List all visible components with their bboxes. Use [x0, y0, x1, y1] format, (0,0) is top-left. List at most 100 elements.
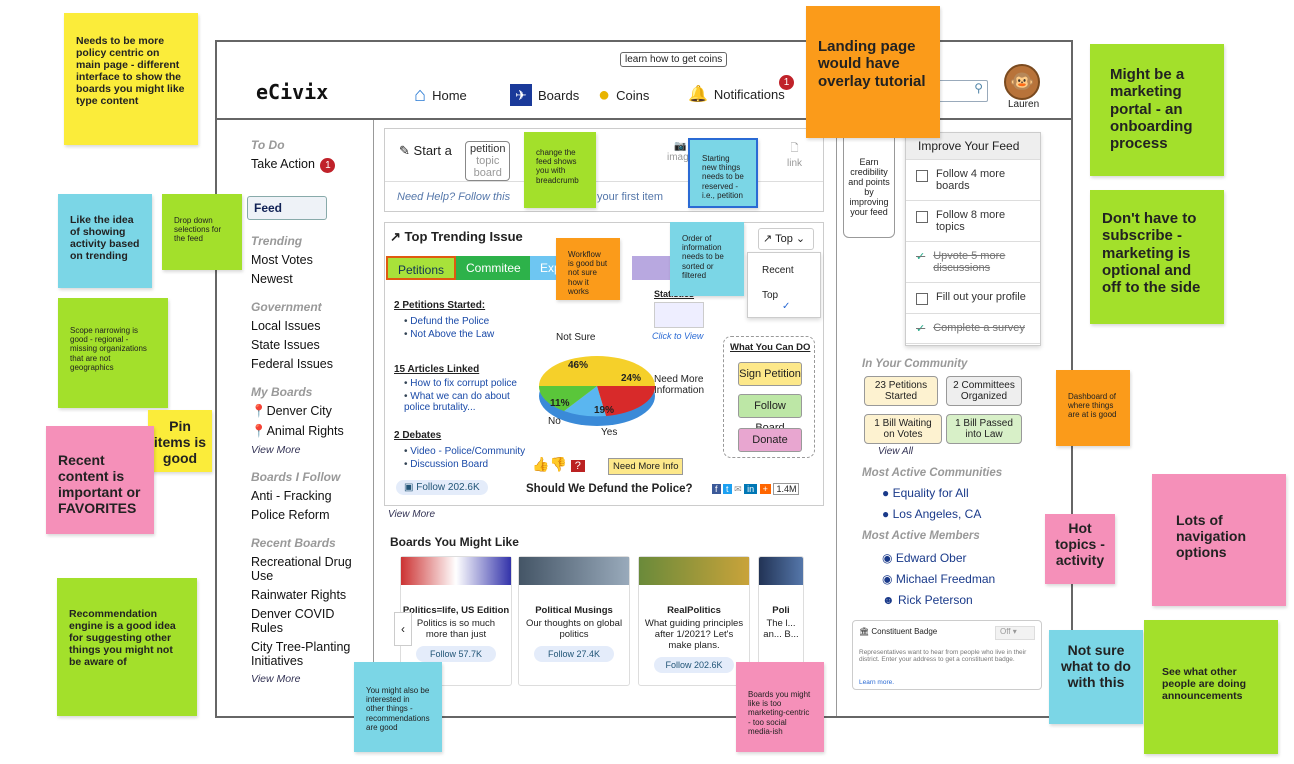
- type-topic[interactable]: topic: [476, 155, 500, 168]
- pie-value-24: 24%: [621, 373, 642, 384]
- sidebar-rain[interactable]: Rainwater Rights: [251, 588, 347, 602]
- sidebar-federal[interactable]: Federal Issues: [251, 357, 333, 371]
- sort-top-label: Top: [762, 290, 779, 301]
- community-view-all[interactable]: View All: [878, 446, 914, 457]
- share-bar[interactable]: f t ✉ in + 1.4M: [712, 483, 800, 495]
- follow-trending-button[interactable]: ▣ Follow 202.6K: [396, 480, 488, 495]
- nav-notifications[interactable]: 🔔Notifications: [688, 84, 785, 104]
- stats-thumbnail[interactable]: [654, 302, 704, 328]
- stat-petitions[interactable]: 23 Petitions Started: [864, 376, 938, 406]
- feed-button[interactable]: Feed: [247, 196, 327, 220]
- pie-chart[interactable]: [536, 338, 658, 430]
- donate-button[interactable]: Donate: [738, 428, 802, 452]
- board-card[interactable]: Political Musings Our thoughts on global…: [518, 556, 630, 686]
- board-follow-button[interactable]: Follow 57.7K: [416, 646, 496, 662]
- thumbs-up-icon[interactable]: 👍: [532, 456, 550, 472]
- stat-bill-passed[interactable]: 1 Bill Passed into Law: [946, 414, 1022, 444]
- tab-committee[interactable]: Commitee: [456, 256, 530, 280]
- nav-coins[interactable]: ●Coins: [598, 84, 649, 107]
- linkedin-icon[interactable]: in: [744, 484, 758, 494]
- sort-dropdown[interactable]: ↗ Top ⌄: [758, 228, 814, 250]
- follow-board-button[interactable]: Follow Board: [738, 394, 802, 434]
- debates-head: 2 Debates: [394, 430, 442, 441]
- plus-icon[interactable]: +: [759, 484, 771, 494]
- thumbs-down-icon[interactable]: 👎: [549, 456, 567, 472]
- petition-item[interactable]: Not Above the Law: [404, 329, 494, 340]
- sort-option-top[interactable]: Top ✓: [748, 276, 820, 312]
- sidebar-newest[interactable]: Newest: [251, 272, 293, 286]
- stat-bill-waiting[interactable]: 1 Bill Waiting on Votes: [864, 414, 942, 444]
- nav-home[interactable]: ⌂Home: [414, 84, 467, 107]
- community-la[interactable]: ● Los Angeles, CA: [882, 507, 981, 521]
- petition-item[interactable]: Defund the Police: [404, 316, 494, 327]
- sign-petition-button[interactable]: Sign Petition: [738, 362, 802, 386]
- pie-value-19: 19%: [594, 405, 615, 416]
- vote-icons[interactable]: 👍👎 ?: [532, 456, 585, 473]
- start-type-selector[interactable]: petition topic board: [465, 141, 511, 182]
- question-icon[interactable]: ?: [570, 460, 585, 472]
- community-head: In Your Community: [862, 358, 968, 370]
- composer-start[interactable]: ✎ Start a: [399, 143, 452, 159]
- sidebar-most-votes[interactable]: Most Votes: [251, 253, 313, 267]
- debate-item[interactable]: Video - Police/Community: [404, 446, 525, 457]
- sidebar-state[interactable]: State Issues: [251, 338, 320, 352]
- document-icon: 🗋: [790, 143, 799, 154]
- sidebar-take-action[interactable]: Take Action 1: [251, 157, 365, 173]
- board-follow-button[interactable]: Follow 202.6K: [654, 657, 734, 673]
- badge-learn-more[interactable]: Learn more.: [859, 679, 895, 686]
- task-follow-boards[interactable]: Follow 4 more boards: [906, 160, 1040, 201]
- sort-option-recent[interactable]: Recent: [762, 265, 794, 276]
- article-item[interactable]: What we can do about police brutality...: [404, 391, 524, 413]
- click-view-link[interactable]: Click to View: [652, 331, 704, 341]
- twitter-icon[interactable]: t: [723, 484, 732, 494]
- myboards-view-more[interactable]: View More: [251, 444, 301, 456]
- tab-petitions[interactable]: Petitions: [386, 256, 457, 280]
- nav-boards[interactable]: ✈Boards: [510, 84, 579, 106]
- board-follow-button[interactable]: Follow 27.4K: [534, 646, 614, 662]
- type-petition[interactable]: petition: [470, 143, 506, 155]
- sidebar-police[interactable]: Police Reform: [251, 508, 330, 522]
- take-action-label: Take Action: [251, 157, 315, 171]
- sidebar-tree[interactable]: City Tree-Planting Initiatives: [251, 640, 351, 668]
- member-item[interactable]: ◉ Michael Freedman: [882, 572, 995, 586]
- sticky-note: Order of information needs to be sorted …: [670, 222, 744, 296]
- sidebar: To Do Take Action 1 Feed Trending Most V…: [225, 130, 365, 693]
- need-more-info-button[interactable]: Need More Info: [608, 458, 684, 475]
- add-image[interactable]: 📷image: [667, 141, 694, 163]
- sidebar-drug[interactable]: Recreational Drug Use: [251, 555, 352, 583]
- recent-view-more[interactable]: View More: [251, 673, 301, 685]
- add-link[interactable]: 🗋link: [787, 141, 802, 169]
- board-card[interactable]: RealPolitics What guiding principles aft…: [638, 556, 750, 686]
- sidebar-local[interactable]: Local Issues: [251, 319, 321, 333]
- community-equality[interactable]: ● Equality for All: [882, 486, 969, 500]
- app-logo[interactable]: eCivix: [256, 80, 329, 104]
- smiley-icon: ☻: [882, 593, 895, 607]
- article-item[interactable]: How to fix corrupt police: [404, 378, 524, 389]
- task-profile[interactable]: Fill out your profile: [906, 283, 1040, 314]
- board-desc: The l... an... B...: [763, 618, 799, 640]
- sticky-note: Not sure what to do with this: [1049, 630, 1143, 724]
- avatar[interactable]: 🐵: [1004, 64, 1040, 100]
- badge-toggle[interactable]: Off ▾: [995, 626, 1035, 640]
- member-item[interactable]: ☻ Rick Peterson: [882, 593, 973, 607]
- search-icon: ⚲: [974, 81, 983, 95]
- type-board[interactable]: board: [473, 167, 502, 180]
- sidebar-fracking[interactable]: Anti - Fracking: [251, 489, 332, 503]
- members-head: Most Active Members: [862, 530, 980, 542]
- task-upvote[interactable]: ✓Upvote 5 more discussions: [906, 242, 1040, 283]
- sidebar-denver[interactable]: 📍Denver City: [251, 404, 365, 419]
- debate-item[interactable]: Discussion Board: [404, 459, 525, 470]
- stat-committees[interactable]: 2 Committees Organized: [946, 376, 1022, 406]
- facebook-icon[interactable]: f: [712, 484, 721, 494]
- member-item[interactable]: ◉ Edward Ober: [882, 551, 967, 565]
- pie-label-need-more: Need More Information: [654, 374, 705, 396]
- task-follow-topics[interactable]: Follow 8 more topics: [906, 201, 1040, 242]
- sidebar-covid[interactable]: Denver COVID Rules: [251, 607, 335, 635]
- task-survey[interactable]: ✓Complete a survey: [906, 314, 1040, 344]
- trending-view-more[interactable]: View More: [388, 509, 436, 520]
- sidebar-animal[interactable]: 📍Animal Rights: [251, 424, 365, 439]
- divider-right: [836, 120, 837, 716]
- help-link[interactable]: Need Help? Follow this: [397, 191, 510, 203]
- email-icon[interactable]: ✉: [734, 484, 742, 494]
- carousel-prev-button[interactable]: ‹: [394, 612, 412, 646]
